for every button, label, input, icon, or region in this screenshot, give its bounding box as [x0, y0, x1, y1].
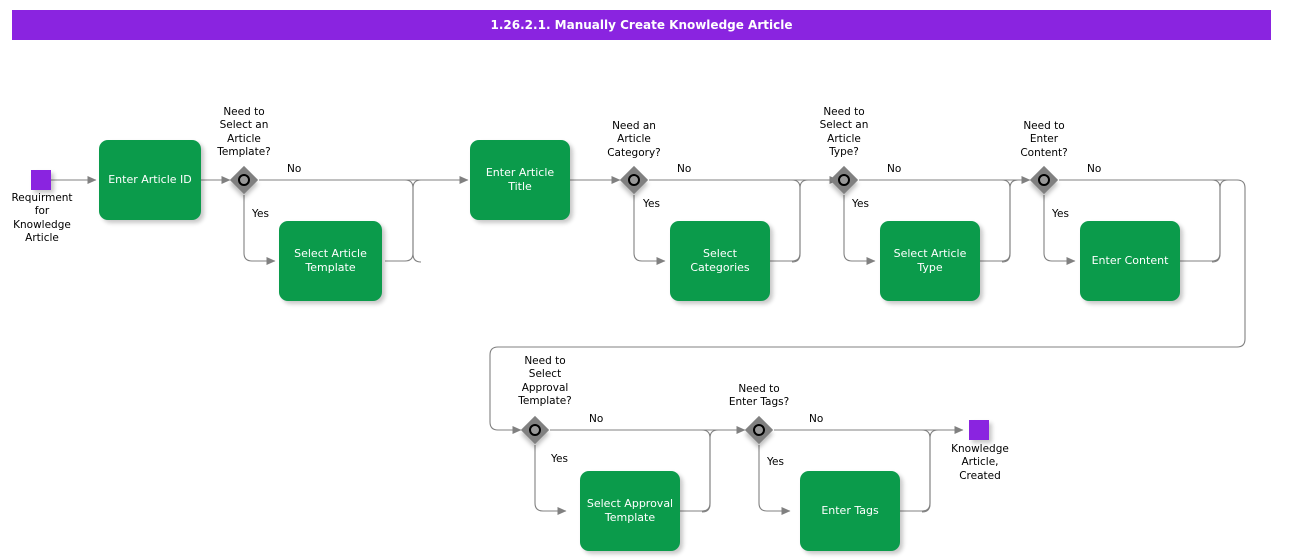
inclusive-gateway-icon	[238, 174, 250, 186]
task-select-categories[interactable]: Select Categories	[670, 221, 770, 301]
edge-label-yes-6: Yes	[767, 456, 784, 468]
gateway-label-enter-tags: Need to Enter Tags?	[728, 383, 790, 409]
inclusive-gateway-icon	[753, 424, 765, 436]
gateway-label-article-category: Need an Article Category?	[607, 120, 661, 159]
gateway-label-enter-content: Need to Enter Content?	[1020, 120, 1068, 159]
edge-label-yes-3: Yes	[852, 198, 869, 210]
edge-label-no-6: No	[809, 413, 824, 425]
end-event-label: Knowledge Article, Created	[951, 443, 1009, 482]
task-enter-tags[interactable]: Enter Tags	[800, 471, 900, 551]
gateway-label-article-template: Need to Select an Article Template?	[217, 106, 271, 159]
inclusive-gateway-icon	[529, 424, 541, 436]
edge-label-no-4: No	[1087, 163, 1102, 175]
gateway-enter-content[interactable]	[1029, 165, 1059, 195]
edge-label-no-1: No	[287, 163, 302, 175]
gateway-article-category[interactable]	[619, 165, 649, 195]
diagram-title-bar: 1.26.2.1. Manually Create Knowledge Arti…	[12, 10, 1271, 40]
task-select-article-type[interactable]: Select Article Type	[880, 221, 980, 301]
end-event	[969, 420, 989, 440]
edge-label-no-5: No	[589, 413, 604, 425]
task-enter-content[interactable]: Enter Content	[1080, 221, 1180, 301]
gateway-article-template[interactable]	[229, 165, 259, 195]
edge-label-yes-1: Yes	[252, 208, 269, 220]
edge-label-no-3: No	[887, 163, 902, 175]
edge-label-yes-5: Yes	[551, 453, 568, 465]
gateway-enter-tags[interactable]	[744, 415, 774, 445]
task-select-approval-template[interactable]: Select Approval Template	[580, 471, 680, 551]
inclusive-gateway-icon	[628, 174, 640, 186]
gateway-label-article-type: Need to Select an Article Type?	[819, 106, 869, 159]
task-enter-article-id[interactable]: Enter Article ID	[99, 140, 201, 220]
task-enter-article-title[interactable]: Enter Article Title	[470, 140, 570, 220]
gateway-label-approval-template: Need to Select Approval Template?	[518, 355, 572, 408]
inclusive-gateway-icon	[1038, 174, 1050, 186]
edge-label-yes-4: Yes	[1052, 208, 1069, 220]
gateway-article-type[interactable]	[829, 165, 859, 195]
task-select-article-template[interactable]: Select Article Template	[279, 221, 382, 301]
start-event	[31, 170, 51, 190]
edge-label-no-2: No	[677, 163, 692, 175]
start-event-label: Requirment for Knowledge Article	[11, 192, 73, 245]
page-title: 1.26.2.1. Manually Create Knowledge Arti…	[490, 18, 793, 32]
inclusive-gateway-icon	[838, 174, 850, 186]
edge-label-yes-2: Yes	[643, 198, 660, 210]
gateway-approval-template[interactable]	[520, 415, 550, 445]
